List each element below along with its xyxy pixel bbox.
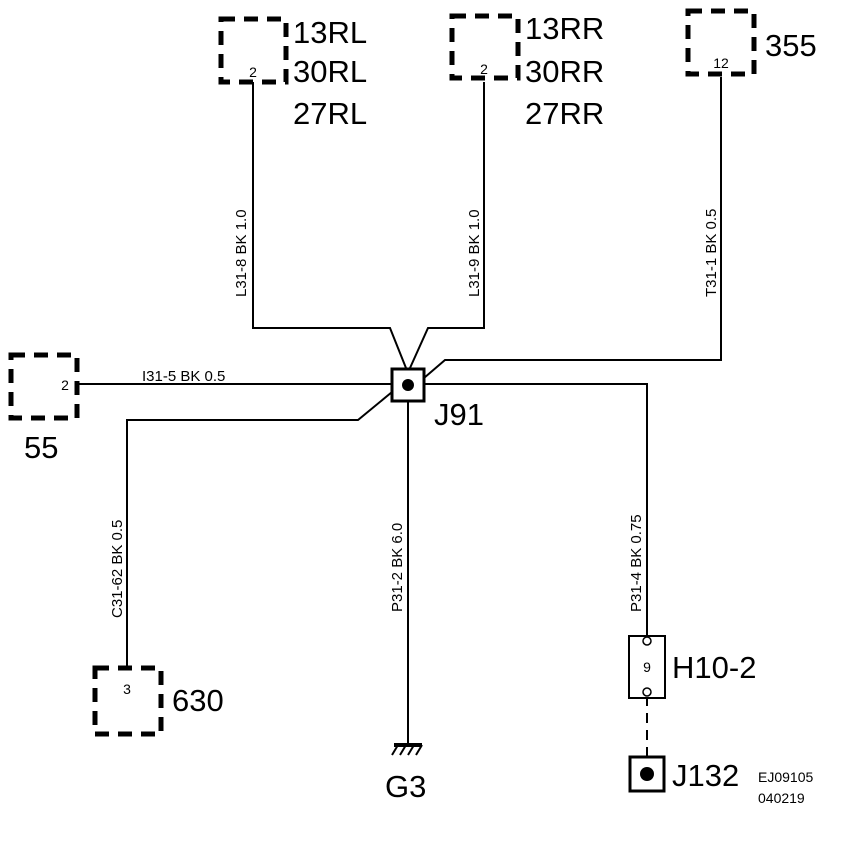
wire-c31-62 xyxy=(126,391,393,668)
splice-label: J132 xyxy=(672,758,739,793)
connector-label: H10-2 xyxy=(672,650,756,685)
ground-hatch xyxy=(399,744,407,756)
splice-dot xyxy=(402,379,414,391)
ground-g3: G3 xyxy=(385,743,426,804)
connector-55: 2 55 xyxy=(8,352,80,465)
wire-p31-4 xyxy=(424,383,648,640)
connector-pin: 9 xyxy=(643,659,651,675)
wire-label-p31-2: P31-2 BK 6.0 xyxy=(389,523,406,612)
ground-label: G3 xyxy=(385,769,426,804)
diagram-date: 040219 xyxy=(758,790,805,806)
connector-pin: 12 xyxy=(713,55,729,71)
connector-h10-2: 9 H10-2 xyxy=(628,635,756,699)
splice-j132: J132 xyxy=(628,755,739,793)
wire-t31-1 xyxy=(423,77,722,379)
connector-13rl: 2 13RL 30RL 27RL xyxy=(218,15,367,131)
connector-355: 12 355 xyxy=(685,8,817,77)
splice-dot xyxy=(640,767,654,781)
connector-label-1: 13RL xyxy=(293,15,367,50)
wire-label-p31-4: P31-4 BK 0.75 xyxy=(628,514,645,612)
connector-label-2: 30RL xyxy=(293,54,367,89)
diagram-code: EJ09105 xyxy=(758,769,813,785)
ground-hatch xyxy=(391,744,399,756)
wires xyxy=(77,77,722,756)
connector-pin: 2 xyxy=(61,377,69,393)
connector-box xyxy=(685,8,757,77)
wire-l31-9 xyxy=(409,82,485,369)
connector-box xyxy=(92,665,164,737)
splice-label: J91 xyxy=(434,397,484,432)
wire-label-l31-9: L31-9 BK 1.0 xyxy=(466,209,483,297)
wire-label-l31-8: L31-8 BK 1.0 xyxy=(233,209,250,297)
pin-bottom xyxy=(642,687,652,697)
connector-label: 630 xyxy=(172,683,224,718)
ground-hatch xyxy=(407,744,415,756)
connector-box xyxy=(449,13,521,81)
splice-j91: J91 xyxy=(390,367,484,432)
wire-label-c31-62: C31-62 BK 0.5 xyxy=(109,520,126,618)
connector-label-3: 27RR xyxy=(525,96,604,131)
connector-label: 55 xyxy=(24,430,58,465)
wire-label-t31-1: T31-1 BK 0.5 xyxy=(703,209,720,297)
connector-box xyxy=(218,16,289,85)
wire-label-i31-5: I31-5 BK 0.5 xyxy=(142,368,225,385)
connector-630: 3 630 xyxy=(92,665,224,737)
connector-label: 355 xyxy=(765,28,817,63)
ground-hatch xyxy=(415,744,423,756)
connector-box xyxy=(8,352,80,421)
pin-top xyxy=(642,636,652,646)
connector-label-2: 30RR xyxy=(525,54,604,89)
connector-label-1: 13RR xyxy=(525,11,604,46)
connector-pin: 3 xyxy=(123,681,131,697)
wire-l31-8 xyxy=(252,82,407,369)
connector-pin: 2 xyxy=(249,64,257,80)
connector-label-3: 27RL xyxy=(293,96,367,131)
connector-pin: 2 xyxy=(480,61,488,77)
connector-13rr: 2 13RR 30RR 27RR xyxy=(449,11,604,131)
